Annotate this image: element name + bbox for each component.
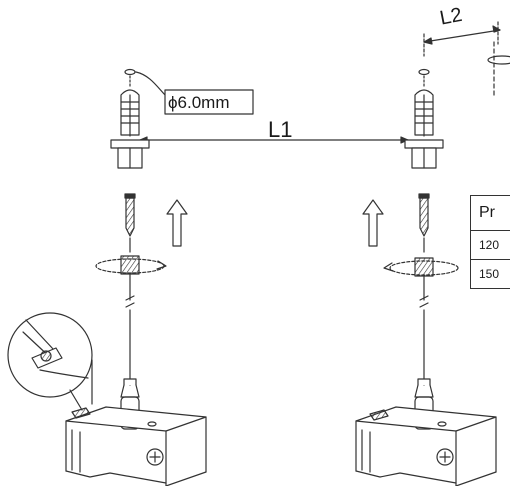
table-cell: 120 [471,231,510,260]
left-up-arrow [167,200,187,246]
right-wall-anchor [415,90,433,136]
l2-dimension-line [424,22,510,96]
table-header-cell: Pr [471,196,510,231]
anchor-hole-diameter-label: ϕ6.0mm [168,93,229,113]
left-detail-magnifier [8,313,92,410]
right-mounting-bracket [356,407,496,486]
right-screw [419,194,429,252]
table-cell: 150 [471,260,510,289]
left-ceiling-base [111,140,149,168]
left-mounting-bracket [66,407,206,486]
l1-spacing-label: L1 [268,117,292,143]
left-threaded-nut [96,256,166,274]
table-row: 150 [471,260,510,289]
right-up-arrow [363,200,383,246]
left-screw [125,194,135,252]
left-cable [126,274,134,385]
spec-table: Pr 120 150 [470,195,510,289]
right-threaded-nut [384,258,458,276]
left-wall-anchor [121,90,139,136]
right-ceiling-base [405,140,443,168]
right-drill-hole [419,70,429,87]
table-header-row: Pr [471,196,510,231]
table-row: 120 [471,231,510,260]
l2-offset-label: L2 [438,4,464,31]
left-drill-hole [125,70,135,87]
right-cable [420,276,428,385]
